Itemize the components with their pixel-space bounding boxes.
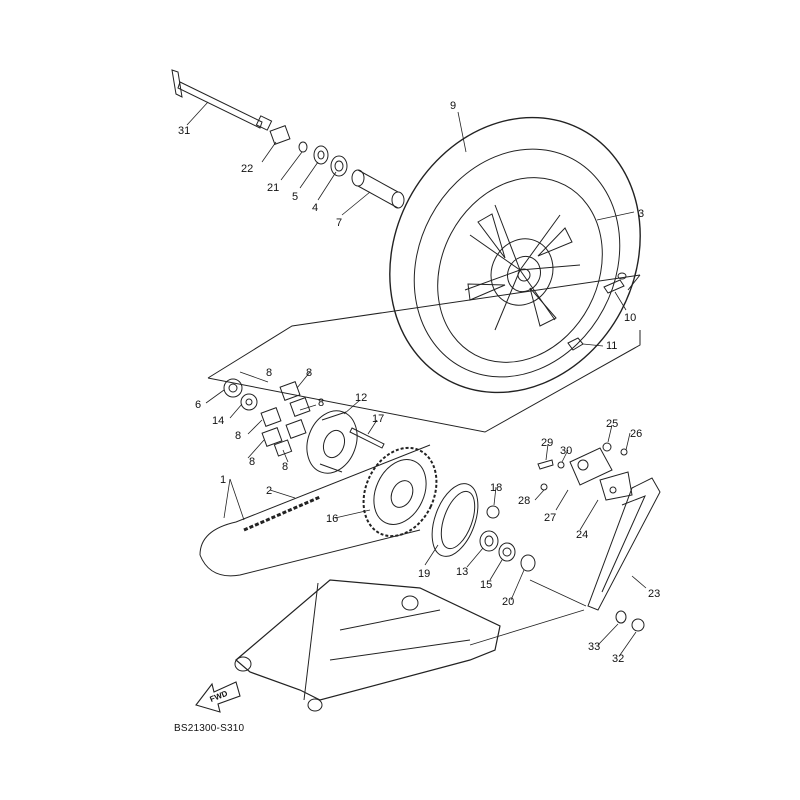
callout-12: 12 [355,392,367,404]
oil-seal-part [240,393,258,411]
bracket-part [569,447,633,501]
damper-part [260,381,311,457]
callout-29: 29 [541,437,553,449]
rear-axle-part [171,69,273,131]
drive-chain-part [199,444,431,577]
nut-part [486,505,500,519]
callout-9: 9 [450,100,456,112]
assembly-frame [207,274,641,433]
oil-seal-part [498,542,516,562]
clutch-hub-part [306,410,358,474]
callout-4: 4 [312,202,318,214]
callout-30: 30 [560,445,572,457]
fwd-arrow-icon: FWD [195,681,241,713]
bolt-part [537,459,554,470]
plate-part [431,483,479,557]
nut-part [557,461,565,469]
washer-part [540,483,548,491]
callout-33: 33 [588,641,600,653]
callout-28: 28 [518,495,530,507]
swingarm-part [234,579,501,712]
stud-bolt-part [349,427,385,449]
callout-2: 2 [266,485,272,497]
callout-19: 19 [418,568,430,580]
callout-7: 7 [336,217,342,229]
callout-labels: 31 22 21 5 4 7 9 3 10 11 8 8 6 14 8 8 8 … [178,100,660,665]
bolt-part [602,442,612,452]
collar-part [269,125,291,145]
drawing-code: BS21300-S310 [174,723,245,734]
callout-8: 8 [235,430,241,442]
callout-23: 23 [648,588,660,600]
callout-6: 6 [195,399,201,411]
callout-15: 15 [480,579,492,591]
callout-10: 10 [624,312,636,324]
callout-26: 26 [630,428,642,440]
callout-5: 5 [292,191,298,203]
bearing-part [330,155,348,177]
washer-part [615,610,627,624]
callout-8: 8 [306,367,312,379]
callout-14: 14 [212,415,224,427]
nut-part [631,618,645,632]
callout-11: 11 [606,340,617,352]
callout-16: 16 [326,513,338,525]
rear-wheel-part [389,116,641,394]
oil-seal-part [313,145,329,165]
valve-part [603,272,627,294]
callout-8: 8 [266,367,272,379]
callout-21: 21 [267,182,279,194]
callout-25: 25 [606,418,618,430]
callout-18: 18 [490,482,502,494]
callout-20: 20 [502,596,514,608]
callout-32: 32 [612,653,624,665]
chain-guide-part [587,477,661,611]
callout-27: 27 [544,512,556,524]
spacer-part [351,169,405,209]
callout-1: 1 [220,474,226,486]
callout-8: 8 [249,456,255,468]
callout-8: 8 [318,397,324,409]
nut-part [620,448,628,456]
bearing-part [223,378,243,398]
callout-3: 3 [638,208,644,220]
washer-part [298,141,308,153]
collar-part [520,554,536,572]
sprocket-part [362,446,438,538]
callout-22: 22 [241,163,253,175]
callout-24: 24 [576,529,588,541]
leader-lines [186,101,647,656]
callout-17: 17 [372,413,384,425]
bearing-part [479,530,499,552]
callout-31: 31 [178,125,190,137]
callout-8: 8 [282,461,288,473]
callout-13: 13 [456,566,468,578]
